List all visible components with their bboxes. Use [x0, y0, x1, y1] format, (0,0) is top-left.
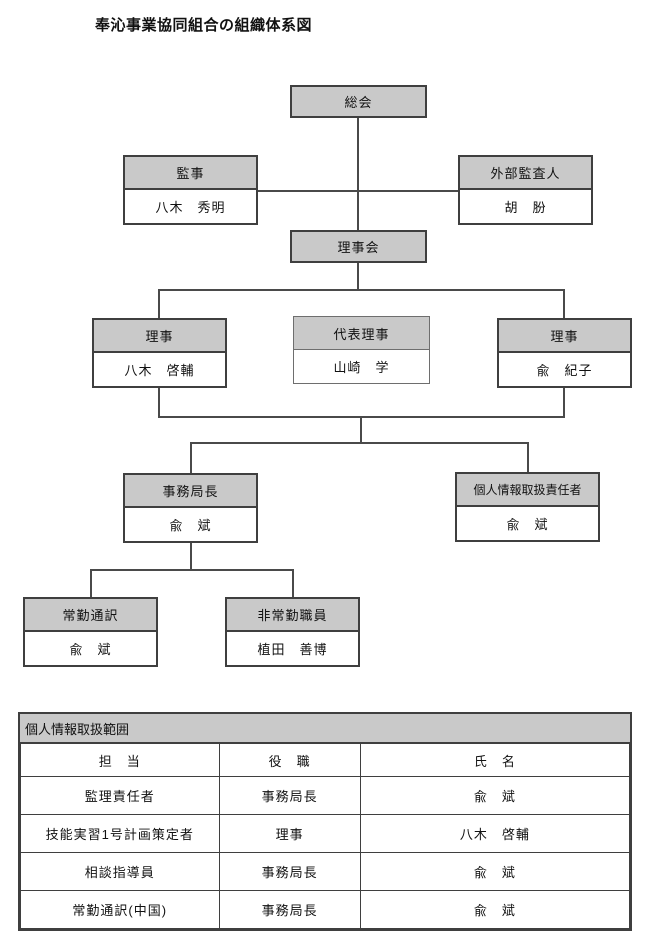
table-row: 常勤通訳(中国) 事務局長 兪 斌	[20, 890, 631, 929]
org-node-riji-right-role: 理事	[499, 320, 630, 353]
privacy-table-title: 個人情報取扱範囲	[20, 714, 630, 743]
org-node-kanji-name: 八木 秀明	[125, 190, 256, 223]
org-node-rijikai: 理事会	[290, 230, 427, 263]
connector-drop-riji-right	[563, 289, 565, 318]
org-node-daihyo-riji: 代表理事 山崎 学	[293, 316, 430, 384]
privacy-table-header-row: 担 当 役 職 氏 名	[20, 743, 631, 777]
org-node-jokin-tsuyaku-role: 常勤通訳	[25, 599, 156, 632]
col-header-tanto: 担 当	[20, 743, 220, 777]
table-row: 相談指導員 事務局長 兪 斌	[20, 852, 631, 891]
cell-yakushoku: 事務局長	[218, 890, 361, 929]
org-node-gaibu-kansanin-name: 胡 肦	[460, 190, 591, 223]
col-header-shimei: 氏 名	[359, 743, 631, 777]
org-node-riji-left: 理事 八木 啓輔	[92, 318, 227, 388]
org-node-gaibu-kansanin: 外部監査人 胡 肦	[458, 155, 593, 225]
table-row: 技能実習1号計画策定者 理事 八木 啓輔	[20, 814, 631, 853]
org-node-daihyo-riji-name: 山崎 学	[294, 350, 429, 383]
org-node-riji-left-role: 理事	[94, 320, 225, 353]
connector-soukai-rijikai	[357, 118, 359, 230]
org-node-kanji-role: 監事	[125, 157, 256, 190]
connector-riji-right-down	[563, 388, 565, 417]
cell-yakushoku: 理事	[218, 814, 361, 853]
org-node-riji-right: 理事 兪 紀子	[497, 318, 632, 388]
cell-shimei: 兪 斌	[359, 776, 631, 815]
org-node-riji-right-name: 兪 紀子	[499, 353, 630, 386]
org-node-hijokin-shokuin-name: 植田 善博	[227, 632, 358, 665]
org-node-gaibu-kansanin-role: 外部監査人	[460, 157, 591, 190]
connector-kanji-gaibu	[258, 190, 458, 192]
org-node-riji-left-name: 八木 啓輔	[94, 353, 225, 386]
org-node-hijokin-shokuin-role: 非常勤職員	[227, 599, 358, 632]
connector-rijikai-down	[357, 263, 359, 291]
org-node-jokin-tsuyaku-name: 兪 斌	[25, 632, 156, 665]
org-node-kanji: 監事 八木 秀明	[123, 155, 258, 225]
connector-drop-riji-left	[158, 289, 160, 318]
connector-riji-row-horizontal	[158, 289, 565, 291]
page-title: 奉沁事業協同組合の組織体系図	[95, 17, 313, 34]
org-node-jokin-tsuyaku: 常勤通訳 兪 斌	[23, 597, 158, 667]
org-node-kojin-joho-role: 個人情報取扱責任者	[457, 474, 598, 507]
cell-tanto: 技能実習1号計画策定者	[20, 814, 220, 853]
connector-riji-left-down	[158, 388, 160, 417]
connector-drop-jimukyokucho	[190, 442, 192, 473]
cell-yakushoku: 事務局長	[218, 776, 361, 815]
connector-drop-kojinjoho	[527, 442, 529, 472]
privacy-scope-table: 個人情報取扱範囲 担 当 役 職 氏 名 監理責任者 事務局長 兪 斌 技能実習…	[18, 712, 632, 931]
connector-drop-jokin	[90, 569, 92, 597]
cell-tanto: 監理責任者	[20, 776, 220, 815]
org-node-daihyo-riji-role: 代表理事	[294, 317, 429, 350]
org-node-jimukyokucho: 事務局長 兪 斌	[123, 473, 258, 543]
org-node-kojin-joho-name: 兪 斌	[457, 507, 598, 540]
connector-staff-horizontal	[90, 569, 293, 571]
cell-shimei: 兪 斌	[359, 852, 631, 891]
org-node-jimukyokucho-name: 兪 斌	[125, 508, 256, 541]
connector-jimukyokucho-down	[190, 543, 192, 570]
org-node-soukai: 総会	[290, 85, 427, 118]
org-node-hijokin-shokuin: 非常勤職員 植田 善博	[225, 597, 360, 667]
cell-tanto: 相談指導員	[20, 852, 220, 891]
org-node-jimukyokucho-role: 事務局長	[125, 475, 256, 508]
cell-shimei: 八木 啓輔	[359, 814, 631, 853]
org-node-rijikai-label: 理事会	[337, 240, 380, 255]
connector-center-drop	[360, 416, 362, 443]
connector-lower-horizontal-2	[190, 442, 528, 444]
col-header-yakushoku: 役 職	[218, 743, 361, 777]
org-node-kojin-joho: 個人情報取扱責任者 兪 斌	[455, 472, 600, 542]
org-node-soukai-label: 総会	[344, 95, 373, 110]
table-row: 監理責任者 事務局長 兪 斌	[20, 776, 631, 815]
cell-yakushoku: 事務局長	[218, 852, 361, 891]
cell-tanto: 常勤通訳(中国)	[20, 890, 220, 929]
connector-drop-hijokin	[292, 569, 294, 597]
cell-shimei: 兪 斌	[359, 890, 631, 929]
